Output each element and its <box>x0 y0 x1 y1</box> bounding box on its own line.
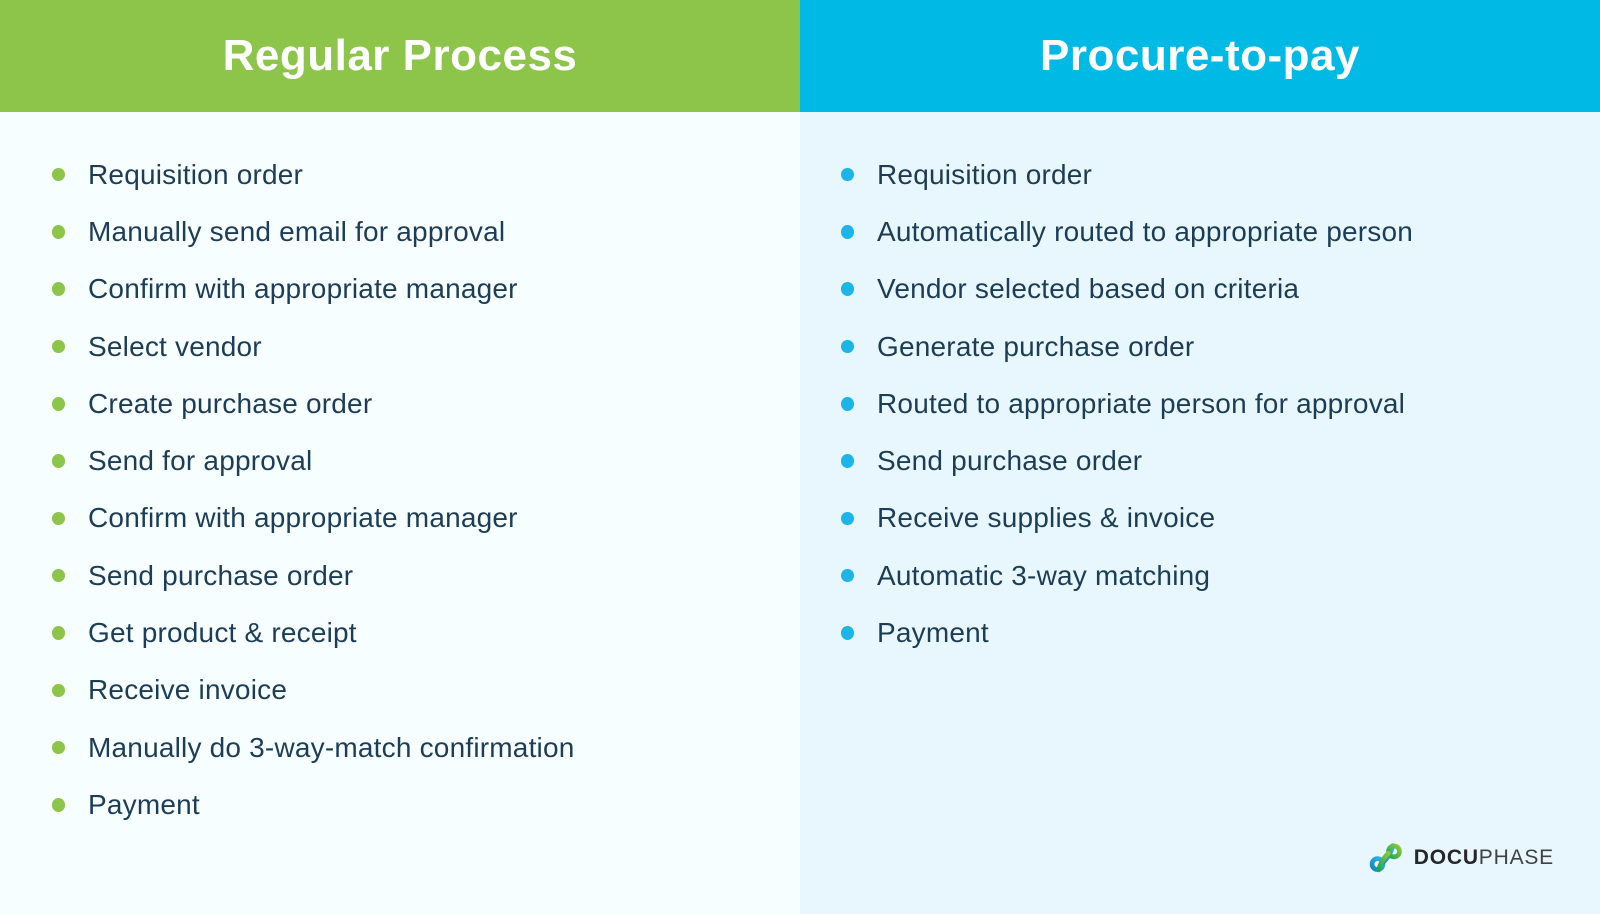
list-item: Payment <box>52 776 800 833</box>
list-item-label: Send for approval <box>88 445 313 477</box>
bullet-dot-icon <box>841 454 854 468</box>
list-item-label: Automatically routed to appropriate pers… <box>877 215 1414 247</box>
brand-bold-text: DOCU <box>1413 846 1479 869</box>
bullet-dot-icon <box>52 167 65 182</box>
bullet-dot-icon <box>841 626 854 640</box>
list-item: Select vendor <box>52 318 800 375</box>
list-item: Create purchase order <box>52 375 800 432</box>
list-item: Send for approval <box>52 432 800 489</box>
bullet-dot-icon <box>52 626 65 640</box>
list-item-label: Send purchase order <box>877 445 1143 477</box>
regular-process-column: Regular Process Requisition order Manual… <box>0 0 800 914</box>
list-item: Requisition order <box>52 146 800 203</box>
bullet-dot-icon <box>52 511 65 526</box>
list-item-label: Generate purchase order <box>877 330 1195 362</box>
bullet-dot-icon <box>52 339 65 354</box>
list-item-label: Requisition order <box>877 158 1093 190</box>
procure-to-pay-column: Procure-to-pay Requisition order Automat… <box>800 0 1600 914</box>
list-item: Automatically routed to appropriate pers… <box>841 203 1600 260</box>
list-item: Payment <box>841 604 1600 661</box>
list-item: Manually do 3-way-match confirmation <box>52 719 800 776</box>
bullet-dot-icon <box>52 282 65 296</box>
list-item-label: Payment <box>88 788 200 820</box>
list-item: Receive supplies & invoice <box>841 490 1600 547</box>
list-item: Routed to appropriate person for approva… <box>841 375 1600 432</box>
procure-to-pay-header: Procure-to-pay <box>800 0 1600 112</box>
list-item: Get product & receipt <box>52 604 800 661</box>
list-item-label: Payment <box>877 617 989 649</box>
list-item-label: Manually send email for approval <box>88 215 506 247</box>
list-item-label: Send purchase order <box>88 559 354 591</box>
bullet-dot-icon <box>52 568 65 583</box>
bullet-dot-icon <box>841 511 854 526</box>
brand-light-text: PHASE <box>1478 846 1554 869</box>
regular-process-title: Regular Process <box>222 31 578 80</box>
docuphase-logo: DOCUPHASE <box>1367 842 1554 874</box>
list-item-label: Routed to appropriate person for approva… <box>877 387 1406 419</box>
list-item-label: Select vendor <box>88 330 262 362</box>
regular-process-list: Requisition order Manually send email fo… <box>52 146 800 834</box>
procure-to-pay-list: Requisition order Automatically routed t… <box>841 146 1600 662</box>
list-item: Requisition order <box>841 146 1600 203</box>
bullet-dot-icon <box>52 397 65 411</box>
list-item: Receive invoice <box>52 662 800 719</box>
bullet-dot-icon <box>52 798 65 812</box>
list-item: Send purchase order <box>52 547 800 604</box>
bullet-dot-icon <box>52 740 65 755</box>
list-item-label: Receive invoice <box>88 674 288 706</box>
list-item: Manually send email for approval <box>52 203 800 260</box>
bullet-dot-icon <box>52 225 65 239</box>
bullet-dot-icon <box>52 683 65 698</box>
list-item: Vendor selected based on criteria <box>841 261 1600 318</box>
list-item-label: Confirm with appropriate manager <box>88 273 518 305</box>
list-item: Send purchase order <box>841 432 1600 489</box>
list-item: Confirm with appropriate manager <box>52 490 800 547</box>
list-item-label: Get product & receipt <box>88 617 357 649</box>
bullet-dot-icon <box>841 167 854 182</box>
list-item: Automatic 3-way matching <box>841 547 1600 604</box>
docuphase-infinity-icon <box>1369 843 1402 873</box>
bullet-dot-icon <box>841 282 854 296</box>
list-item-label: Requisition order <box>88 158 304 190</box>
bullet-dot-icon <box>52 454 65 468</box>
bullet-dot-icon <box>841 568 854 583</box>
regular-process-body: Requisition order Manually send email fo… <box>0 112 800 914</box>
procure-to-pay-body: Requisition order Automatically routed t… <box>800 112 1600 914</box>
list-item-label: Automatic 3-way matching <box>877 559 1211 591</box>
list-item-label: Receive supplies & invoice <box>877 502 1216 534</box>
procure-to-pay-title: Procure-to-pay <box>1040 31 1360 80</box>
list-item-label: Create purchase order <box>88 387 373 419</box>
bullet-dot-icon <box>841 225 854 239</box>
list-item-label: Vendor selected based on criteria <box>877 273 1300 305</box>
docuphase-wordmark: DOCUPHASE <box>1414 846 1554 870</box>
list-item: Generate purchase order <box>841 318 1600 375</box>
bullet-dot-icon <box>841 397 854 411</box>
list-item-label: Confirm with appropriate manager <box>88 502 518 534</box>
list-item: Confirm with appropriate manager <box>52 261 800 318</box>
bullet-dot-icon <box>841 339 854 354</box>
regular-process-header: Regular Process <box>0 0 800 112</box>
list-item-label: Manually do 3-way-match confirmation <box>88 731 575 763</box>
